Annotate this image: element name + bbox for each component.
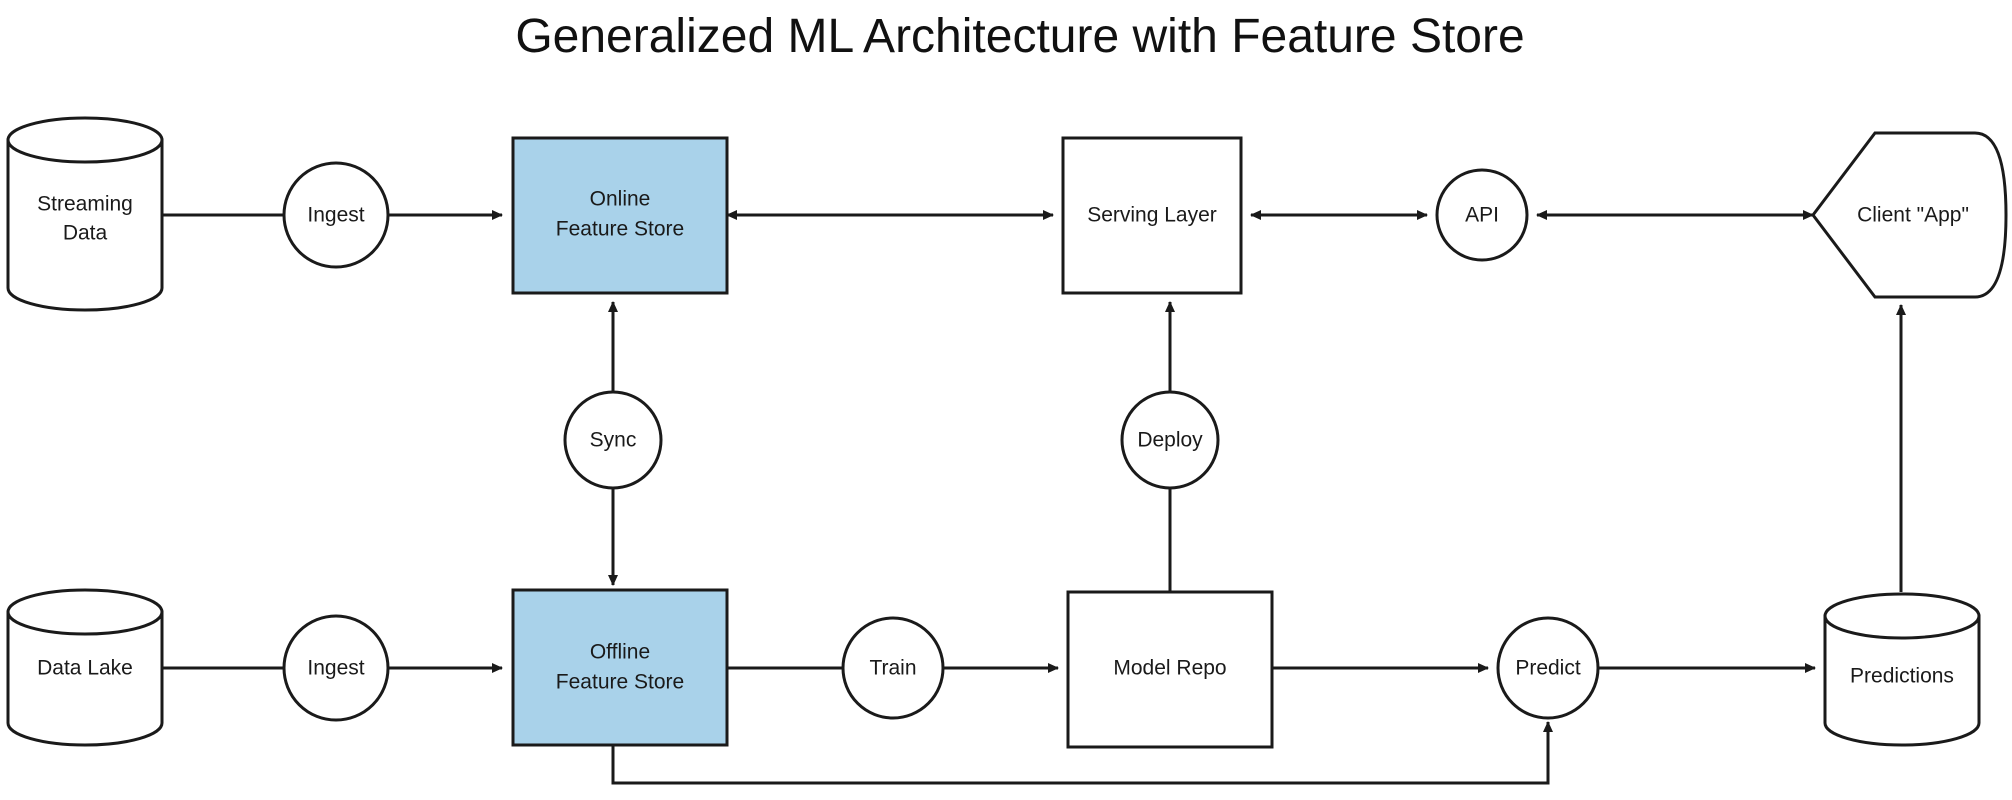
rect-shape — [1061, 136, 1243, 295]
node-serving-layer[interactable]: Serving Layer — [1061, 136, 1243, 295]
node-layer: Streaming Data Ingest Online Feature Sto… — [6, 116, 2008, 749]
circle-shape — [282, 614, 390, 722]
node-label-online-feature-store-line2: Feature Store — [556, 218, 684, 241]
node-online-feature-store[interactable]: Online Feature Store — [511, 136, 729, 295]
node-label-offline-feature-store-line2: Feature Store — [556, 671, 684, 694]
circle-shape — [563, 390, 663, 490]
node-data-lake[interactable]: Data Lake — [6, 588, 164, 747]
rect-shape — [511, 588, 729, 747]
cylinder-body — [6, 610, 164, 747]
node-label-online-feature-store-line1: Online — [590, 188, 651, 211]
node-label-data-lake: Data Lake — [37, 657, 133, 680]
cylinder-body — [1823, 614, 1981, 747]
node-client-app[interactable]: Client "App" — [1811, 131, 2008, 299]
circle-shape — [1120, 390, 1220, 490]
node-label-model-repo: Model Repo — [1113, 657, 1226, 680]
circle-shape — [282, 161, 390, 269]
node-predict[interactable]: Predict — [1496, 616, 1600, 720]
node-label-serving-layer: Serving Layer — [1087, 204, 1217, 227]
node-label-client-app: Client "App" — [1857, 204, 1969, 227]
node-label-predict: Predict — [1515, 657, 1581, 680]
node-predictions[interactable]: Predictions — [1823, 592, 1981, 747]
cylinder-top — [6, 588, 164, 636]
node-deploy[interactable]: Deploy — [1120, 390, 1220, 490]
node-label-api: API — [1465, 204, 1499, 227]
node-label-ingest-bottom: Ingest — [307, 657, 364, 680]
node-label-ingest-top: Ingest — [307, 204, 364, 227]
rect-shape — [511, 136, 729, 295]
node-offline-feature-store[interactable]: Offline Feature Store — [511, 588, 729, 747]
node-train[interactable]: Train — [841, 616, 945, 720]
rect-shape — [1066, 590, 1274, 749]
edge-offline-store-to-predict-feedback — [611, 721, 1553, 785]
node-model-repo[interactable]: Model Repo — [1066, 590, 1274, 749]
cylinder-top — [1823, 592, 1981, 640]
circle-shape — [1435, 168, 1529, 262]
hexagon-shape — [1811, 131, 2008, 299]
node-label-streaming-data-line1: Streaming — [37, 193, 133, 216]
page-title: Generalized ML Architecture with Feature… — [515, 10, 1524, 63]
node-ingest-top[interactable]: Ingest — [282, 161, 390, 269]
cylinder-body — [6, 138, 164, 312]
node-streaming-data[interactable]: Streaming Data — [6, 116, 164, 312]
cylinder-top — [6, 116, 164, 164]
node-api[interactable]: API — [1435, 168, 1529, 262]
node-label-sync: Sync — [590, 429, 637, 452]
circle-shape — [841, 616, 945, 720]
circle-shape — [1496, 616, 1600, 720]
node-label-predictions: Predictions — [1850, 665, 1954, 688]
node-label-streaming-data-line2: Data — [63, 222, 108, 245]
node-ingest-bottom[interactable]: Ingest — [282, 614, 390, 722]
node-sync[interactable]: Sync — [563, 390, 663, 490]
node-label-deploy: Deploy — [1137, 429, 1203, 452]
edge-layer — [163, 210, 1906, 785]
node-label-train: Train — [869, 657, 916, 680]
node-label-offline-feature-store-line1: Offline — [590, 641, 650, 664]
